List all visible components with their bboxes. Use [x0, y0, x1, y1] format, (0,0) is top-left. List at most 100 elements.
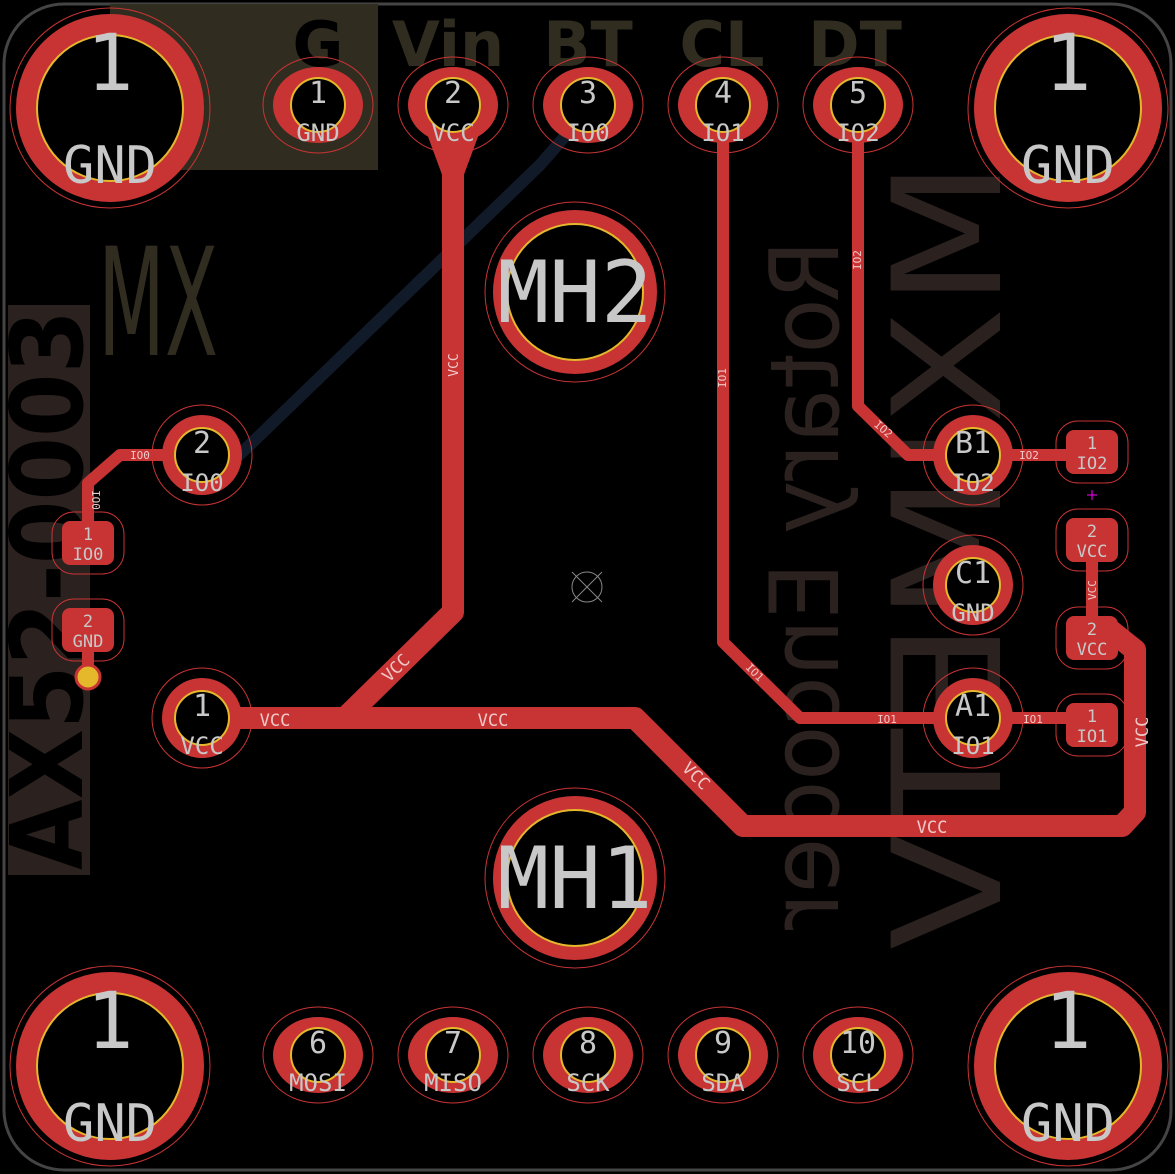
- pad-net: IO2: [951, 469, 994, 497]
- trace-label: IO1: [877, 713, 897, 726]
- silk-part-block: [8, 305, 90, 875]
- pad-number: 1: [83, 525, 93, 545]
- mh-label: MH1: [497, 829, 652, 929]
- pad-number: 1: [1045, 19, 1092, 109]
- pad-number: 1: [309, 76, 327, 111]
- pad-number: 2: [193, 426, 211, 461]
- trace-io0[interactable]: [82, 449, 202, 543]
- pad-number: 5: [849, 76, 867, 111]
- pad-net: IO2: [1077, 454, 1108, 474]
- pad-number: 2: [1087, 522, 1097, 542]
- pad-net: GND: [63, 1094, 157, 1154]
- pad-net: IO0: [180, 469, 223, 497]
- pad-number: 1: [87, 977, 134, 1067]
- pad-net: IO2: [836, 119, 879, 147]
- pad-net: IO0: [566, 119, 609, 147]
- pad-net: IO1: [951, 732, 994, 760]
- pad-number: 1: [87, 19, 134, 109]
- trace-label: VCC: [1086, 580, 1099, 600]
- pad-net: VCC: [180, 732, 223, 760]
- mh2[interactable]: MH2: [484, 201, 666, 383]
- pad-number: C1: [955, 556, 991, 591]
- trace-label: IO2: [1019, 449, 1039, 462]
- pad-number: 9: [714, 1026, 732, 1061]
- pad-net: VCC: [1077, 640, 1108, 660]
- pad-net: GND: [951, 599, 994, 627]
- pad-net: GND: [1021, 136, 1115, 196]
- mh-label: MH2: [497, 243, 652, 343]
- pad-net: VCC: [431, 119, 474, 147]
- pad-number: 10: [840, 1026, 876, 1061]
- pad-number: 2: [1087, 620, 1097, 640]
- trace-vcc-main[interactable]: [202, 621, 1146, 837]
- pad-net: GND: [1021, 1094, 1115, 1154]
- pad-net: GND: [63, 136, 157, 196]
- trace-label: VCC: [447, 353, 462, 376]
- silk-logo: MX: [98, 217, 218, 391]
- pad-number: 4: [714, 76, 732, 111]
- mount-hole-br[interactable]: 1 GND: [967, 965, 1169, 1167]
- center-marker-icon: [571, 571, 603, 603]
- trace-label: IO2: [851, 250, 864, 270]
- pad-net: IO1: [1077, 727, 1108, 747]
- trace-label: IO1: [716, 368, 729, 388]
- trace-label: IO1: [1023, 713, 1043, 726]
- origin-cross-icon: [1087, 490, 1097, 500]
- via[interactable]: [74, 663, 102, 691]
- mount-hole-tr[interactable]: 1 GND: [967, 7, 1169, 209]
- pad-number: 1: [1087, 707, 1097, 727]
- trace-label: VCC: [917, 818, 948, 838]
- pad-net: SDA: [701, 1069, 745, 1097]
- mount-hole-tl[interactable]: 1 GND: [9, 7, 211, 209]
- pad-number: 2: [83, 612, 93, 632]
- trace-label: IO0: [89, 490, 102, 510]
- pad-net: IO0: [73, 545, 104, 565]
- trace-label: IO0: [130, 449, 150, 462]
- mount-hole-bl[interactable]: 1 GND: [9, 965, 211, 1167]
- pad-net: IO1: [701, 119, 744, 147]
- pad-number: B1: [955, 426, 991, 461]
- pad-net: MISO: [424, 1069, 482, 1097]
- trace-vcc-vertical[interactable]: [337, 105, 464, 726]
- pad-number: 7: [444, 1026, 462, 1061]
- pad-number: 1: [1087, 434, 1097, 454]
- pad-number: A1: [955, 689, 991, 724]
- pad-net: SCK: [566, 1069, 610, 1097]
- pad-net: VCC: [1077, 542, 1108, 562]
- trace-label: VCC: [478, 711, 509, 731]
- pad-net: GND: [296, 119, 339, 147]
- silk-part-number: AX52-0003: [0, 310, 106, 870]
- pad-number: 8: [579, 1026, 597, 1061]
- trace-label: VCC: [260, 711, 291, 731]
- pad-number: 6: [309, 1026, 327, 1061]
- mh1[interactable]: MH1: [484, 787, 666, 969]
- pad-net: MOSI: [289, 1069, 347, 1097]
- trace-label: VCC: [1133, 717, 1153, 748]
- pad-net: GND: [73, 632, 104, 652]
- pad-number: 1: [193, 689, 211, 724]
- pad-number: 3: [579, 76, 597, 111]
- pad-number: 2: [444, 76, 462, 111]
